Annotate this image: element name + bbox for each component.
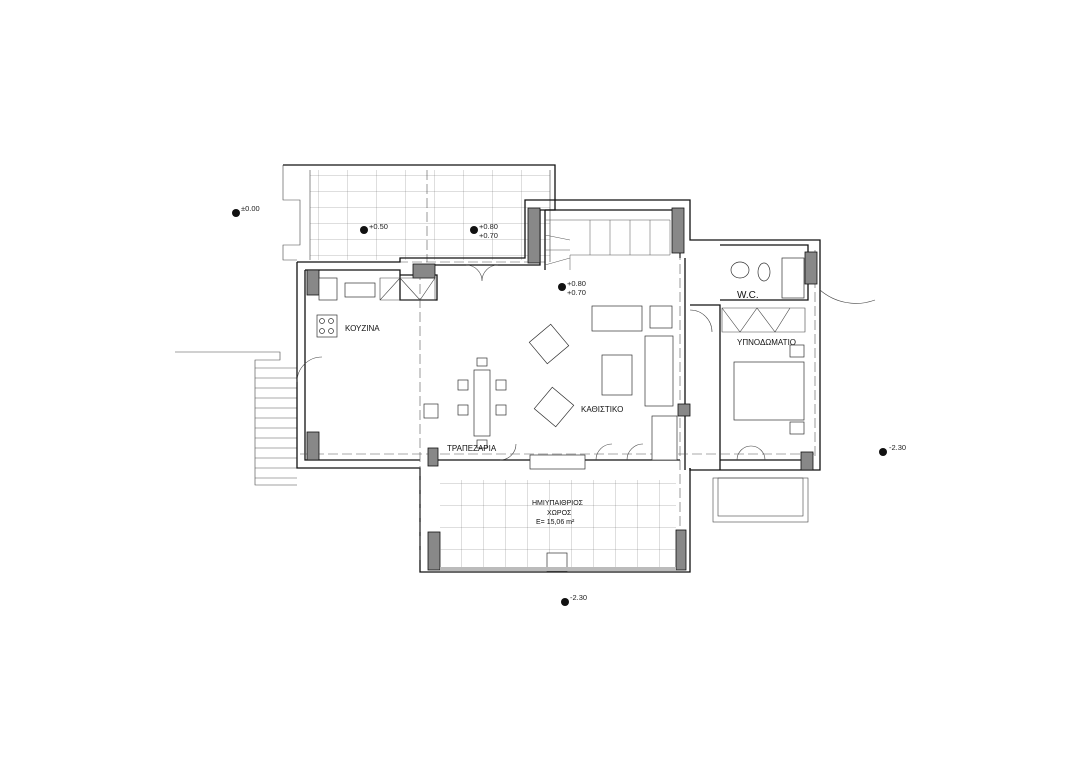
svg-text:+0.70: +0.70 xyxy=(567,288,586,297)
svg-text:+0.80: +0.80 xyxy=(567,279,586,288)
level-marker-ground: ±0.00 xyxy=(232,204,260,217)
label-dining: ΤΡΑΠΕΖΑΡΙΑ xyxy=(447,444,497,453)
svg-text:±0.00: ±0.00 xyxy=(241,204,260,213)
svg-text:+0.70: +0.70 xyxy=(479,231,498,240)
room-labels: ΚΟΥΖΙΝΑ ΤΡΑΠΕΖΑΡΙΑ ΚΑΘΙΣΤΙΚΟ W.C. ΥΠΝΟΔΩ… xyxy=(345,290,796,526)
doors xyxy=(296,264,876,461)
label-porch-2: ΧΩΡΟΣ xyxy=(547,510,572,517)
svg-text:-2.30: -2.30 xyxy=(570,593,587,602)
svg-text:+0.50: +0.50 xyxy=(369,222,388,231)
exterior-stairs xyxy=(175,351,297,486)
level-marker-south: -2.30 xyxy=(561,593,587,606)
wc-fixtures xyxy=(730,257,805,299)
level-marker-hall: +0.80 +0.70 xyxy=(558,279,586,297)
kitchen-fixtures xyxy=(316,277,436,338)
upper-terrace xyxy=(282,164,556,266)
bedroom-balcony xyxy=(712,477,809,523)
level-markers: ±0.00 +0.50 +0.80 +0.70 +0.80 +0.70 -2.3… xyxy=(232,204,906,606)
label-living: ΚΑΘΙΣΤΙΚΟ xyxy=(581,405,623,414)
columns xyxy=(306,207,818,571)
level-marker-east: -2.30 xyxy=(879,443,906,456)
bedroom-furniture xyxy=(721,307,806,435)
interior-stairs xyxy=(544,219,671,270)
svg-text:+0.80: +0.80 xyxy=(479,222,498,231)
dining-table xyxy=(423,357,507,449)
level-marker-terrace-upper: +0.80 +0.70 xyxy=(470,222,498,240)
label-wc: W.C. xyxy=(737,290,759,301)
svg-text:-2.30: -2.30 xyxy=(889,443,906,452)
label-porch-area: E= 15,06 m² xyxy=(536,519,575,526)
porch xyxy=(440,480,676,572)
living-furniture xyxy=(528,305,678,470)
level-marker-terrace: +0.50 xyxy=(360,222,388,234)
label-kitchen: ΚΟΥΖΙΝΑ xyxy=(345,324,380,333)
label-bedroom: ΥΠΝΟΔΩΜΑΤΙΟ xyxy=(737,338,796,347)
label-porch: ΗΜΙΥΠΑΙΘΡΙΟΣ xyxy=(532,500,584,507)
